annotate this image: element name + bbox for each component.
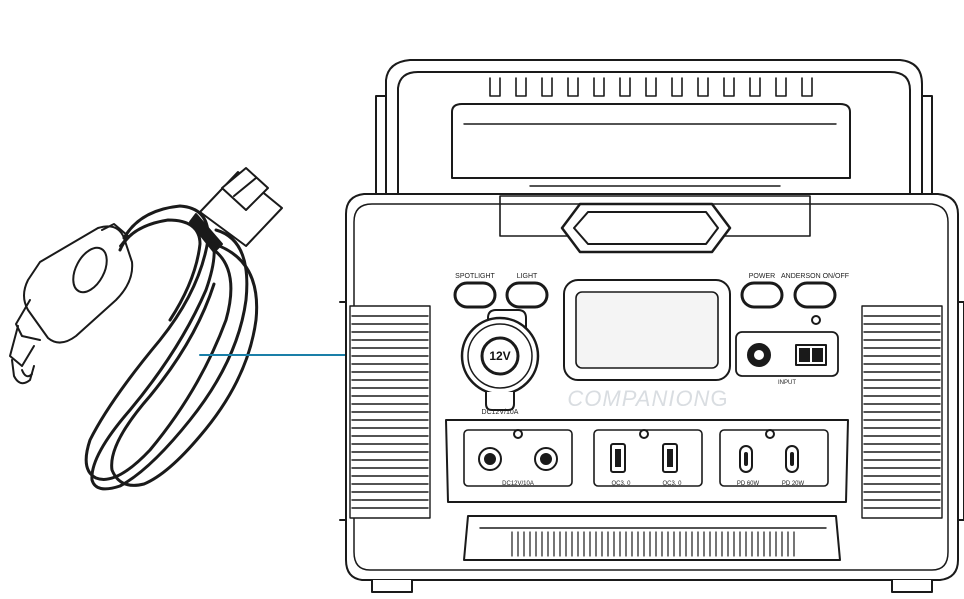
power-station <box>339 59 964 593</box>
anderson-indicator-icon <box>811 315 821 325</box>
pd-indicator-icon <box>765 429 775 439</box>
left-vent <box>349 305 431 519</box>
spotlight-button[interactable] <box>453 281 497 309</box>
power-label: POWER <box>749 273 775 280</box>
coiled-cable <box>84 204 259 491</box>
light-label: LIGHT <box>517 273 538 280</box>
right-vent <box>861 305 943 519</box>
socket-rating-label: DC12V/10A <box>482 409 519 416</box>
bottom-grill <box>463 515 841 561</box>
brand-logo: COMPANIONG <box>567 386 728 411</box>
handle-grip <box>489 77 813 97</box>
cigarette-socket[interactable] <box>460 309 540 411</box>
power-button[interactable] <box>740 281 784 309</box>
qc-indicator-icon <box>639 429 649 439</box>
cigarette-plug-icon <box>9 223 134 385</box>
anderson-button[interactable] <box>793 281 837 309</box>
qc-right-label: QC3. 0 <box>662 481 682 487</box>
handle-opening <box>451 103 851 179</box>
top-latch <box>560 202 732 254</box>
dc-indicator-icon <box>513 429 523 439</box>
light-button[interactable] <box>505 281 549 309</box>
pd-left-label: PD 60W <box>737 481 760 487</box>
output-panel <box>445 419 849 503</box>
lcd-screen <box>575 291 719 369</box>
anderson-label: ANDERSON ON/OFF <box>781 273 849 280</box>
car-charger-cable <box>9 167 283 491</box>
handle-inner <box>397 71 911 197</box>
spotlight-label: SPOTLIGHT <box>455 273 495 280</box>
socket-voltage-label: 12V <box>489 349 510 363</box>
qc-left-label: QC3. 0 <box>611 481 631 487</box>
input-label: INPUT <box>778 380 796 386</box>
handle-outer <box>385 59 923 201</box>
pd-right-label: PD 20W <box>782 481 805 487</box>
plug-head-icon <box>189 167 283 253</box>
dc-outputs-label: DC12V/10A <box>502 481 534 487</box>
